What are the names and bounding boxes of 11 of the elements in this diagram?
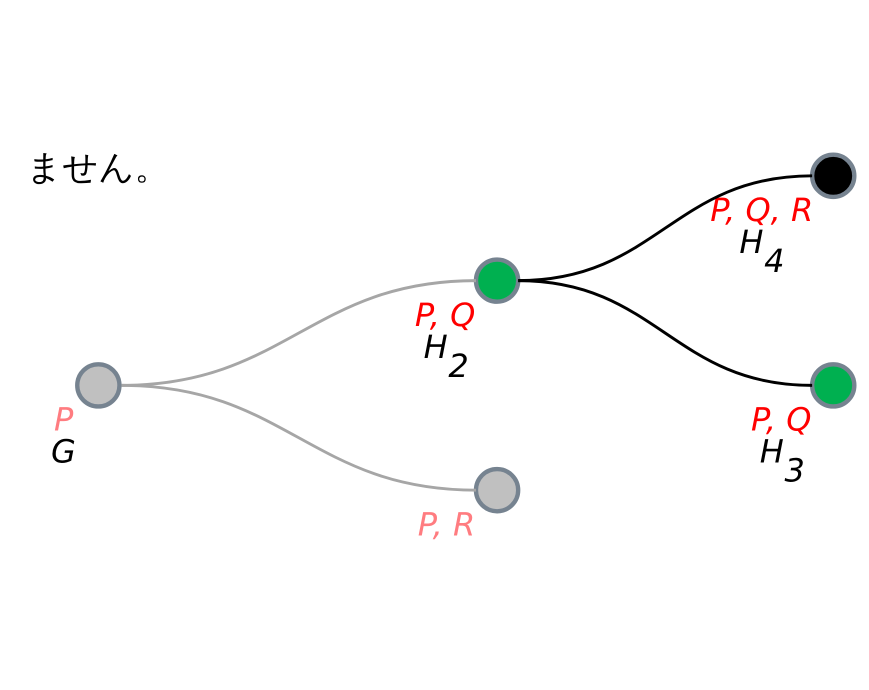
node-label: P, Q (751, 400, 812, 439)
node-circle (810, 362, 856, 409)
connector (518, 279, 812, 387)
node-label: P, R (418, 505, 476, 544)
connector (122, 384, 476, 492)
node-circle (75, 362, 122, 409)
node-circle (810, 152, 856, 200)
node-circle (474, 257, 520, 304)
node-label: P, Q, R (710, 191, 814, 230)
label: ません。 (26, 148, 170, 188)
node-circle (474, 466, 520, 514)
